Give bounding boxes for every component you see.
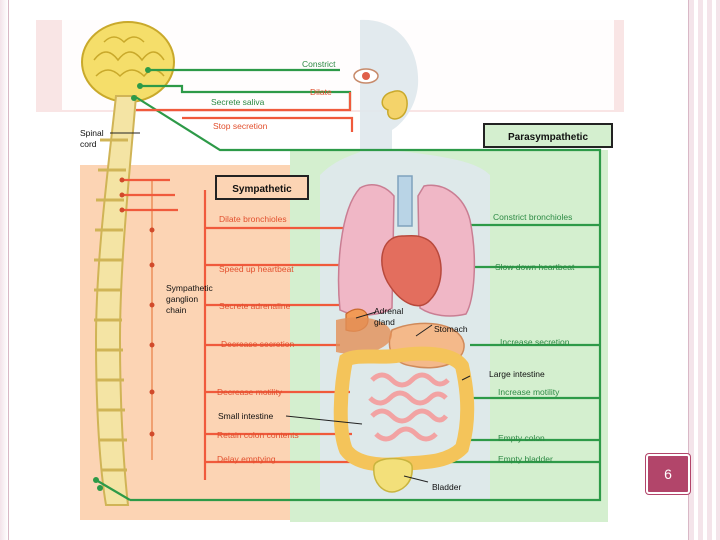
sym-effect-intestine: Decrease motility (217, 387, 283, 397)
label-pointers (110, 132, 471, 483)
para-effect-eye: Constrict (302, 59, 336, 69)
stomach-label: Stomach (434, 324, 468, 334)
para-effect-intestine: Increase motility (498, 387, 560, 397)
sympathetic-nerves (122, 92, 400, 480)
brain (81, 21, 175, 103)
vertebrae (94, 138, 128, 472)
parasympathetic-effect-labels: Constrict Secrete saliva Constrict bronc… (211, 59, 575, 464)
sympathetic-ganglia (119, 177, 155, 437)
para-effect-salivary: Secrete saliva (211, 97, 265, 107)
eye-pupil (362, 72, 370, 80)
para-effect-stomach: Increase secretion (500, 337, 570, 347)
sym-effect-salivary: Stop secretion (213, 121, 268, 131)
slide-border-right (688, 0, 720, 540)
sympathetic-box: Sympathetic (215, 175, 309, 200)
sym-effect-eye: Dilate (310, 87, 332, 97)
sym-effect-bronchioles: Dilate bronchioles (219, 214, 287, 224)
sym-effect-stomach: Decrease secretion (221, 339, 295, 349)
bladder-label: Bladder (432, 482, 461, 492)
heart (381, 234, 442, 307)
adrenal-gland-label-line2: gland (374, 317, 395, 327)
para-effect-heart: Slow down heartbeat (495, 262, 575, 272)
ganglion-chain-label-line1: Sympathetic (166, 283, 214, 293)
trachea (397, 175, 413, 227)
spinal-column (94, 95, 138, 506)
sympathetic-effect-labels: Dilate Stop secretion Dilate bronchioles… (213, 87, 332, 464)
parasympathetic-box: Parasympathetic (483, 123, 613, 148)
small-intestine-label: Small intestine (218, 411, 274, 421)
para-effect-bronchioles: Constrict bronchioles (493, 212, 572, 222)
large-intestine-shape (333, 346, 475, 472)
spinal-cord-label-line1: Spinal (80, 128, 104, 138)
ganglion-chain-label-line2: ganglion (166, 294, 198, 304)
parasympathetic-nerves (95, 68, 602, 502)
large-intestine-label: Large intestine (489, 369, 545, 379)
sym-effect-adrenal: Secrete adrenaline (219, 301, 291, 311)
spinal-cord-label-line2: cord (80, 139, 97, 149)
parasympathetic-box-label: Parasympathetic (508, 132, 588, 143)
organ-liver (336, 317, 392, 354)
adrenal-gland-label-line1: Adrenal (374, 306, 403, 316)
sym-effect-colon: Retain colon contents (217, 430, 299, 440)
ganglion-dots (93, 67, 151, 491)
para-effect-bladder: Empty bladder (498, 454, 553, 464)
sympathetic-box-label: Sympathetic (232, 184, 292, 195)
sym-effect-heart: Speed up heartbeat (219, 264, 294, 274)
bladder-shape (373, 457, 413, 493)
para-effect-colon: Empty colon (498, 433, 545, 443)
slide-border-left (0, 0, 9, 540)
small-intestine-shape (368, 372, 450, 442)
sym-effect-bladder: Delay emptying (217, 454, 276, 464)
anatomy-labels: Spinal cord Sympathetic ganglion chain A… (80, 128, 545, 492)
ganglion-chain-label-line3: chain (166, 305, 187, 315)
salivary-gland (381, 90, 408, 120)
slide-number-badge: 6 (646, 454, 690, 494)
